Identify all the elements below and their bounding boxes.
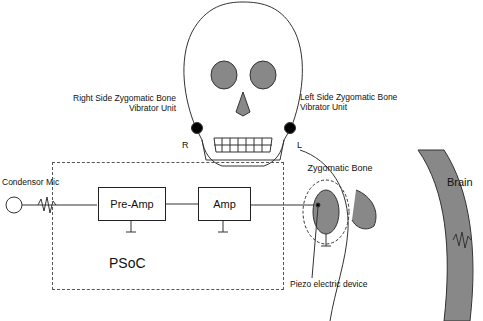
node-text: PSoC xyxy=(109,255,146,271)
part-label: R xyxy=(182,140,194,150)
amplifier-box: Amp xyxy=(198,187,251,221)
head-cross-section xyxy=(300,150,483,321)
part-label: Piezo electric device xyxy=(290,280,400,290)
part-label: Zygomatic Bone xyxy=(300,163,380,173)
skull-drawing xyxy=(184,2,302,166)
part-label: Right Side Zygomatic Bone Vibrator Unit xyxy=(70,94,176,114)
psoc-group: PSoC Pre-Amp Amp xyxy=(52,162,284,290)
part-label: L xyxy=(297,140,309,150)
signal-wire xyxy=(166,204,198,205)
node-text: Pre-Amp xyxy=(110,198,153,210)
part-label: Brain xyxy=(447,176,481,189)
part-label: Left Side Zygomatic Bone Vibrator Unit xyxy=(300,93,400,113)
part-label: Condensor Mic xyxy=(2,178,62,188)
node-text: Amp xyxy=(213,198,236,210)
amplifier-box: Pre-Amp xyxy=(98,187,166,221)
